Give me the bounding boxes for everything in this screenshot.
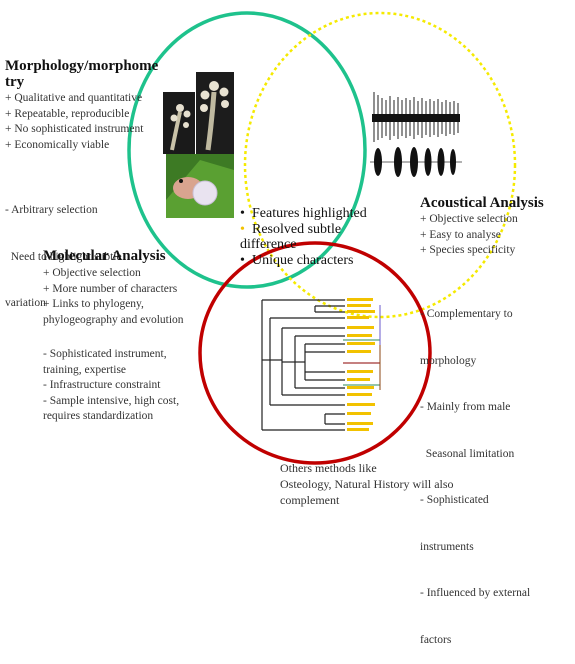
list-item: + No sophisticated instrument bbox=[5, 123, 144, 135]
calling-frog-photo bbox=[166, 154, 234, 218]
list-item: + Species specificity bbox=[420, 244, 516, 256]
intersection-line: •Unique characters bbox=[240, 252, 354, 268]
list-item: Seasonal limitation bbox=[420, 447, 515, 460]
list-item: - Mainly from male bbox=[420, 401, 511, 413]
list-item: + Economically viable bbox=[5, 138, 110, 151]
acoustic-pros-list: + Objective selection + Easy to analyse … bbox=[420, 212, 518, 259]
intersection-line: difference bbox=[240, 237, 297, 252]
list-item: - Sophisticated instrument, bbox=[43, 348, 167, 360]
footer-line: complement bbox=[280, 493, 340, 507]
morphology-pros-list: + Qualitative and quantitative + Repeata… bbox=[5, 91, 143, 153]
list-item: instruments bbox=[420, 540, 474, 553]
molecular-title: Molecular Analysis bbox=[43, 248, 166, 264]
morphology-title: Morphology/morphome try bbox=[5, 58, 158, 90]
list-item: phylogeography and evolution bbox=[43, 313, 184, 326]
pulse-train bbox=[370, 147, 462, 177]
list-item: + Repeatable, reproducible bbox=[5, 107, 130, 120]
tree-tip-labels bbox=[347, 298, 375, 431]
list-item: - Sample intensive, high cost, bbox=[43, 394, 180, 407]
venn-diagram bbox=[127, 11, 517, 465]
frog-hand-photo-1 bbox=[163, 92, 195, 154]
list-item: requires standardization bbox=[43, 410, 154, 422]
list-item: - Complementary to bbox=[420, 308, 513, 320]
phylogenetic-tree bbox=[261, 299, 345, 431]
list-item: - Sophisticated bbox=[420, 494, 489, 506]
list-item: + Qualitative and quantitative bbox=[5, 92, 143, 104]
morphology-cons-list: - Arbitrary selection Need to highlight … bbox=[5, 172, 122, 327]
acoustic-title: Acoustical Analysis bbox=[420, 195, 544, 211]
list-item: variation bbox=[5, 297, 46, 309]
list-item: + More number of characters bbox=[43, 282, 178, 295]
list-item: - Arbitrary selection bbox=[5, 204, 98, 216]
footer-line: Osteology, Natural History will also bbox=[280, 477, 454, 491]
frog-foot-photo-2 bbox=[196, 72, 234, 154]
list-item: - Infrastructure constraint bbox=[43, 379, 161, 391]
footer-note: Others methods like Osteology, Natural H… bbox=[280, 460, 454, 508]
acoustic-circle bbox=[243, 11, 517, 319]
oscillogram bbox=[372, 92, 460, 142]
molecular-circle bbox=[198, 241, 432, 465]
clade-brackets bbox=[343, 305, 381, 390]
intersection-summary: •Features highlighted •Resolved subtle d… bbox=[240, 206, 367, 268]
list-item: - Influenced by external bbox=[420, 587, 531, 599]
molecular-pros-list: + Objective selection + More number of c… bbox=[43, 266, 184, 328]
intersection-line: •Features highlighted bbox=[240, 206, 367, 221]
list-item: + Easy to analyse bbox=[420, 228, 501, 241]
intersection-line: •Resolved subtle bbox=[240, 221, 342, 237]
list-item: + Objective selection bbox=[43, 267, 141, 279]
morphology-title-line-1: Morphology/morphome bbox=[5, 58, 159, 74]
molecular-cons-list: - Sophisticated instrument, training, ex… bbox=[43, 347, 179, 425]
morphology-circle bbox=[127, 11, 367, 289]
footer-line: Others methods like bbox=[280, 461, 377, 475]
list-item: factors bbox=[420, 633, 452, 646]
list-item: training, expertise bbox=[43, 363, 127, 376]
list-item: + Links to phylogeny, bbox=[43, 298, 144, 310]
list-item: morphology bbox=[420, 354, 477, 367]
morphology-title-line-2: try bbox=[5, 74, 25, 90]
list-item: Need to highlight subtle bbox=[5, 250, 122, 263]
list-item: + Objective selection bbox=[420, 213, 518, 225]
